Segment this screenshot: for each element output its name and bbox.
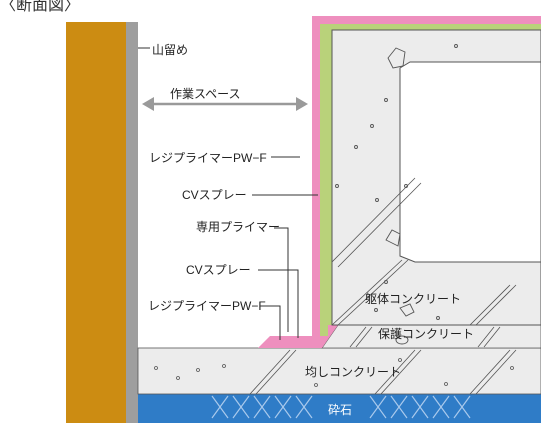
protection-aggregate — [395, 335, 409, 345]
label-yamadome: 山留め — [152, 43, 188, 57]
body-hatch — [332, 177, 517, 325]
label-narashi: 均しコンクリート — [305, 365, 401, 379]
sheet-pile — [126, 22, 138, 423]
body-aggregate — [335, 44, 458, 320]
workspace-arrow — [142, 97, 308, 111]
leader-lines — [138, 47, 318, 340]
label-cv-upper: CVスプレー — [182, 188, 247, 202]
protection-hatch — [349, 326, 501, 348]
label-group: 山留め 作業スペース レジプライマーPW−F CVスプレー 専用プライマー CV… — [148, 43, 474, 417]
diagram-title: 〈断面図〉 — [0, 0, 80, 14]
label-workspace: 作業スペース — [170, 87, 241, 101]
gravel-crosses — [211, 395, 471, 419]
label-pw-lower: レジプライマーPW−F — [148, 299, 266, 313]
label-saiseki: 砕石 — [328, 402, 352, 417]
leveling-hatch — [249, 349, 517, 394]
leveling-dots — [154, 358, 514, 387]
label-cv-lower: CVスプレー — [186, 263, 251, 277]
body-opening — [399, 61, 541, 263]
retaining-wall — [66, 22, 126, 423]
label-primer: 専用プライマー — [196, 220, 280, 234]
label-pw-upper: レジプライマーPW−F — [149, 151, 267, 165]
label-kutai: 躯体コンクリート — [365, 291, 461, 306]
gravel-layer — [138, 394, 541, 423]
label-hogo: 保護コンクリート — [378, 326, 474, 341]
